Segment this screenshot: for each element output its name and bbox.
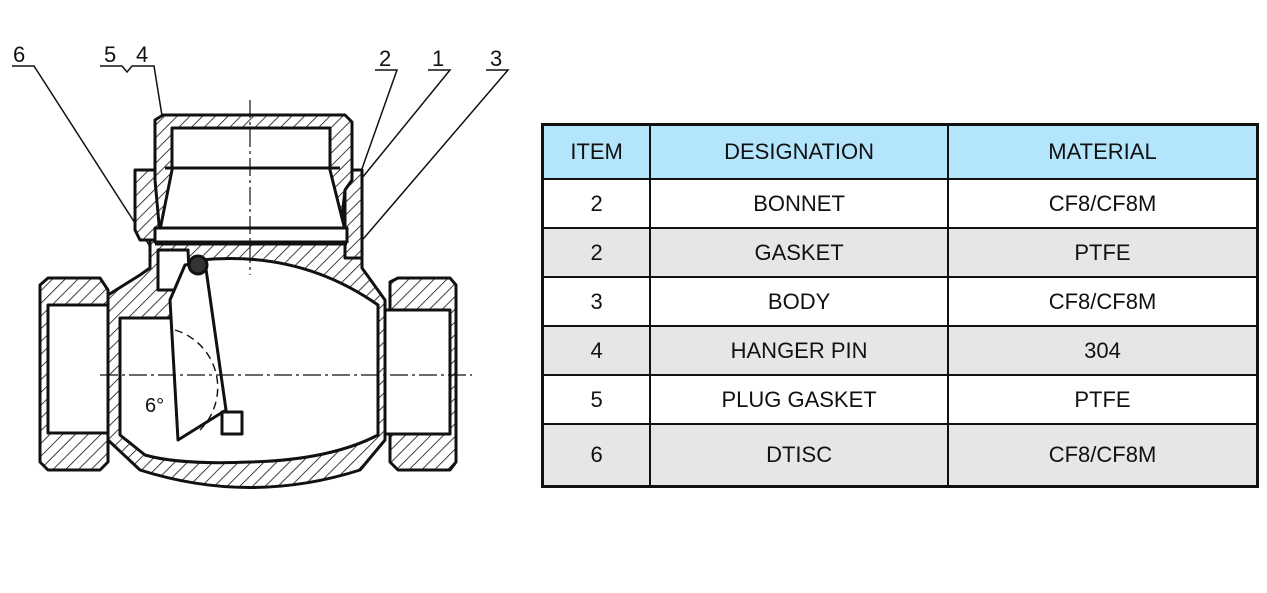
hanger-pin (187, 254, 209, 276)
table-row: 2 BONNET CF8/CF8M (541, 178, 1259, 229)
angle-annotation: 6° (145, 395, 164, 417)
header-item: ITEM (541, 123, 652, 180)
cell-material: 304 (946, 325, 1259, 376)
cell-designation: DTISC (649, 423, 949, 488)
header-material: MATERIAL (946, 123, 1259, 180)
table-header-row: ITEM DESIGNATION MATERIAL (541, 123, 1259, 180)
cell-item: 5 (541, 374, 652, 425)
cell-designation: HANGER PIN (649, 325, 949, 376)
callout-6: 6 (13, 42, 25, 67)
center-lines (100, 100, 472, 376)
callout-1: 1 (432, 46, 444, 71)
header-designation: DESIGNATION (649, 123, 949, 180)
swing-arc (174, 329, 219, 431)
valve-body (38, 113, 458, 489)
cell-material: CF8/CF8M (946, 178, 1259, 229)
cell-material: CF8/CF8M (946, 276, 1259, 327)
cell-designation: PLUG GASKET (649, 374, 949, 425)
parts-table: ITEM DESIGNATION MATERIAL 2 BONNET CF8/C… (541, 123, 1259, 488)
cell-item: 2 (541, 178, 652, 229)
table-row: 4 HANGER PIN 304 (541, 325, 1259, 376)
cell-material: CF8/CF8M (946, 423, 1259, 488)
callout-leaders (12, 65, 510, 263)
callout-2: 2 (379, 46, 391, 71)
callout-4: 4 (136, 42, 148, 67)
cell-item: 4 (541, 325, 652, 376)
cell-item: 6 (541, 423, 652, 488)
cell-designation: BONNET (649, 178, 949, 229)
table-row: 5 PLUG GASKET PTFE (541, 374, 1259, 425)
cell-designation: BODY (649, 276, 949, 327)
cell-material: PTFE (946, 374, 1259, 425)
table-row: 2 GASKET PTFE (541, 227, 1259, 278)
callout-5: 5 (104, 42, 116, 67)
disc-assembly (156, 248, 244, 442)
valve-cross-section-diagram: 6 5 4 2 1 3 6° (12, 42, 510, 489)
table-row: 6 DTISC CF8/CF8M (541, 423, 1259, 488)
cell-designation: GASKET (649, 227, 949, 278)
cell-item: 3 (541, 276, 652, 327)
callout-3: 3 (490, 46, 502, 71)
cell-material: PTFE (946, 227, 1259, 278)
table-row: 3 BODY CF8/CF8M (541, 276, 1259, 327)
cell-item: 2 (541, 227, 652, 278)
